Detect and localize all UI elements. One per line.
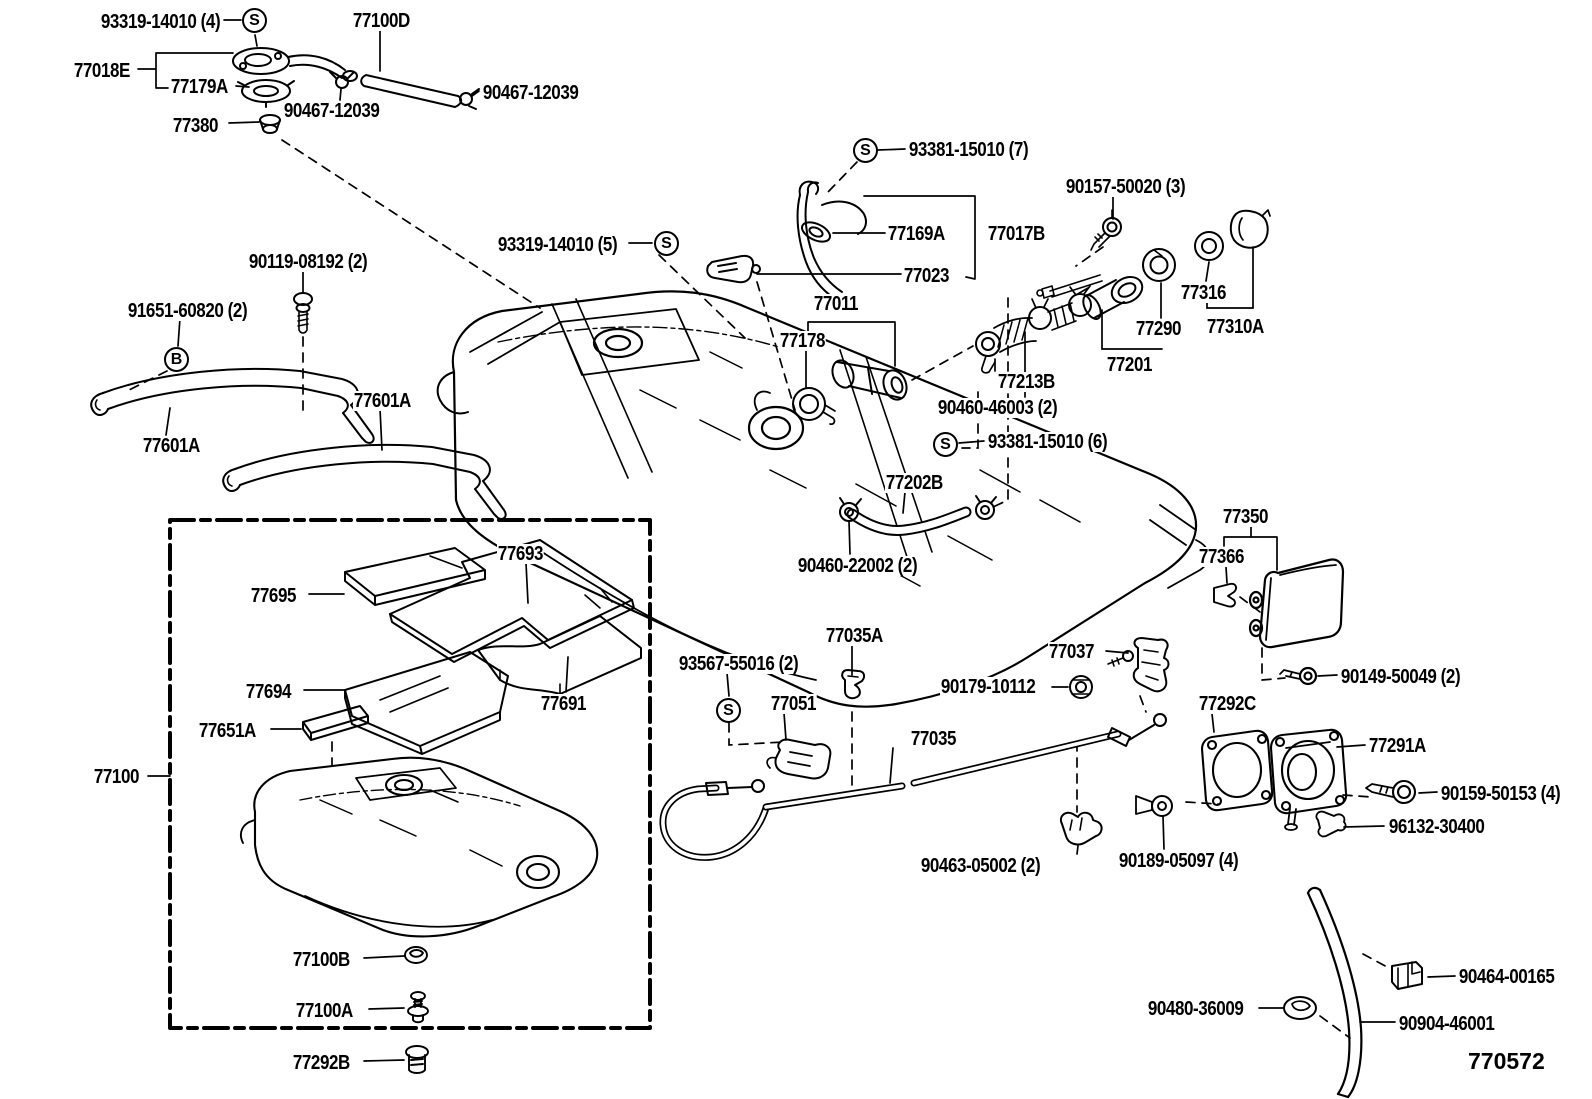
part-label-77169a: 77169A [887, 223, 946, 245]
drawing-number: 770572 [1468, 1048, 1545, 1074]
part-label-96132-30400: 96132-30400 [1388, 816, 1486, 838]
part-label-90467-12039-right: 90467-12039 [482, 82, 580, 104]
symbol-s-circle: S [242, 8, 267, 33]
fuel-sender-assembly-drawing [232, 47, 480, 134]
part-label-77292c: 77292C [1198, 693, 1257, 715]
part-label-77316: 77316 [1180, 282, 1227, 304]
part-label-77100b: 77100B [292, 949, 351, 971]
part-label-77693: 77693 [497, 543, 544, 565]
part-label-90460-22002: 90460-22002 (2) [797, 555, 919, 577]
part-label-77213b: 77213B [997, 371, 1056, 393]
part-label-77018e: 77018E [73, 60, 131, 82]
part-label-77100a: 77100A [295, 1000, 354, 1022]
part-label-77100d: 77100D [352, 10, 411, 32]
part-label-90179-10112: 90179-10112 [940, 676, 1037, 698]
part-label-77691: 77691 [540, 693, 587, 715]
part-label-77178: 77178 [779, 330, 826, 352]
part-label-93319-14010-5: 93319-14010 (5) [497, 234, 619, 256]
part-label-90460-46003: 90460-46003 (2) [937, 397, 1059, 419]
part-label-90467-12039-lower: 90467-12039 [283, 100, 381, 122]
part-label-77100: 77100 [93, 766, 140, 788]
part-label-90463-05002: 90463-05002 (2) [920, 855, 1042, 877]
part-label-90464-00165: 90464-00165 [1458, 966, 1556, 988]
part-label-77179a: 77179A [170, 76, 229, 98]
part-label-90157-50020: 90157-50020 (3) [1065, 176, 1187, 198]
symbol-s-circle: S [853, 138, 878, 163]
part-label-77366: 77366 [1198, 546, 1245, 568]
part-label-77035a: 77035A [825, 625, 884, 647]
symbol-b-circle: B [164, 347, 189, 372]
lid-lock-cable-drawing [659, 637, 1173, 861]
part-label-77292b: 77292B [292, 1052, 351, 1074]
part-label-90480-36009: 90480-36009 [1147, 998, 1245, 1020]
part-label-93319-14010-4: 93319-14010 (4) [100, 11, 222, 33]
part-label-77350: 77350 [1222, 506, 1269, 528]
part-label-77601a-right: 77601A [353, 390, 412, 412]
shield-plates-drawing [1200, 728, 1417, 838]
part-label-77601a-left: 77601A [142, 435, 201, 457]
leader-lines [137, 19, 1456, 1062]
part-label-90119-08192: 90119-08192 (2) [248, 251, 369, 273]
part-label-90904-46001: 90904-46001 [1398, 1013, 1496, 1035]
part-label-90189-05097: 90189-05097 (4) [1118, 850, 1240, 872]
breather-pipe-drawing [706, 180, 867, 306]
part-label-90149-50049: 90149-50049 (2) [1340, 666, 1462, 688]
filler-lid-drawing [1213, 558, 1345, 686]
part-label-77310a: 77310A [1206, 316, 1265, 338]
part-label-77290: 77290 [1135, 318, 1182, 340]
symbol-s-circle: S [654, 231, 679, 256]
part-label-77694: 77694 [245, 681, 292, 703]
part-label-77291a: 77291A [1368, 735, 1427, 757]
protector-strip-drawing [1283, 886, 1423, 1099]
part-label-77017b: 77017B [987, 223, 1046, 245]
part-label-77011: 77011 [813, 293, 859, 315]
part-label-77695: 77695 [250, 585, 297, 607]
part-label-93381-15010-7: 93381-15010 (7) [908, 139, 1030, 161]
symbol-s-circle: S [933, 432, 958, 457]
part-label-77202b: 77202B [885, 472, 944, 494]
part-label-77651a: 77651A [198, 720, 257, 742]
protector-kit-box-drawing [168, 518, 652, 1074]
part-label-93381-15010-6: 93381-15010 (6) [987, 431, 1109, 453]
part-label-77201: 77201 [1106, 354, 1153, 376]
part-label-77035: 77035 [910, 728, 957, 750]
breather-hose-drawing [839, 495, 997, 536]
filler-neck-drawing [792, 209, 1271, 425]
part-label-93567-55016: 93567-55016 (2) [678, 653, 800, 675]
part-label-77380: 77380 [172, 115, 219, 137]
part-label-90159-50153: 90159-50153 (4) [1440, 783, 1562, 805]
part-label-77023: 77023 [903, 265, 950, 287]
part-label-77051: 77051 [770, 693, 817, 715]
symbol-s-circle: S [716, 698, 741, 723]
part-label-91651-60820: 91651-60820 (2) [127, 300, 249, 322]
part-label-77037: 77037 [1048, 641, 1095, 663]
tank-straps-drawing [90, 292, 507, 520]
